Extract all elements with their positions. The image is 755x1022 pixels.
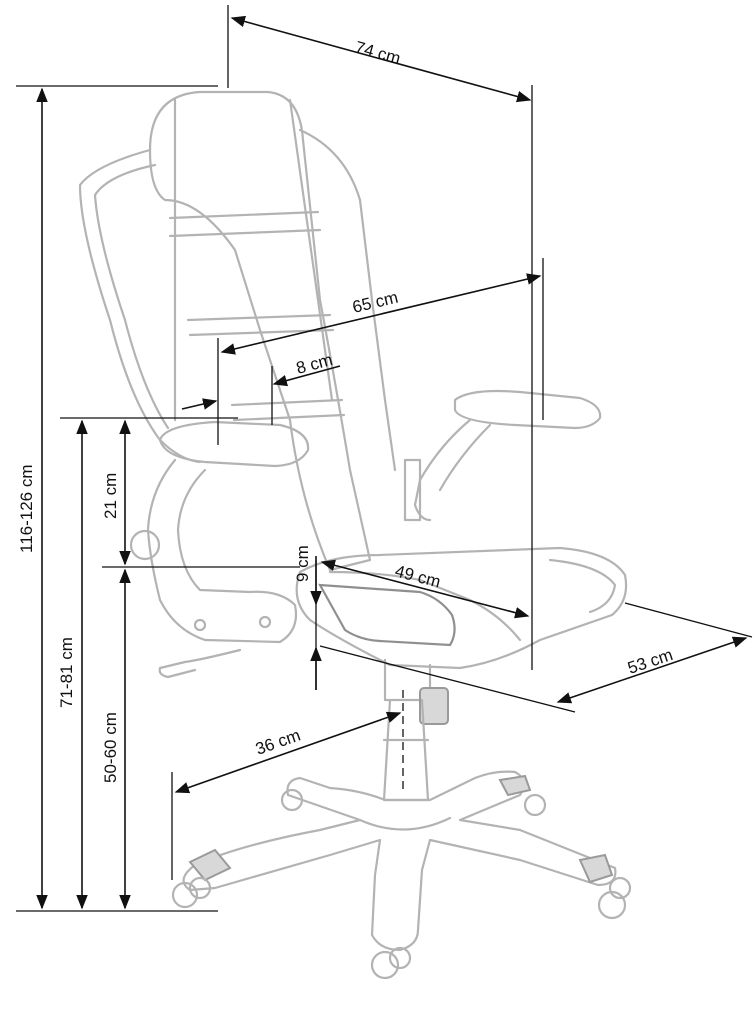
caster-back-right [523, 793, 547, 817]
dim-line-36 [174, 711, 402, 794]
dim-line-8-left [181, 398, 218, 410]
label-width-top: 74 cm [353, 38, 403, 69]
backrest-stripe-3 [230, 398, 346, 422]
base-leg-cap-left [188, 848, 232, 882]
caster-left [171, 876, 212, 909]
label-base-radius: 36 cm [253, 725, 303, 758]
backrest-side-wing [78, 148, 202, 464]
caster-front [370, 946, 412, 980]
backrest-side-wing-inner [93, 163, 170, 430]
right-armrest-pad [453, 389, 602, 430]
ext-seat-back [624, 602, 753, 638]
seat-front-panel [318, 583, 456, 647]
backrest-right-edge [298, 128, 397, 472]
gas-lever [158, 648, 242, 679]
left-armrest-screw-2 [258, 615, 272, 629]
dim-line-8-right [272, 365, 341, 387]
dimension-annotations: 74 cm 65 cm 8 cm 116-126 cm 71-81 cm 21 … [16, 5, 753, 912]
label-overall-depth: 53 cm [625, 645, 675, 678]
label-seat-height: 50-60 cm [101, 712, 120, 783]
backrest-stripe-2 [186, 313, 335, 337]
dim-line-53 [556, 636, 748, 704]
left-armrest-pad [158, 420, 310, 468]
label-armrest-above-seat: 21 cm [101, 473, 120, 519]
dim-line-49 [320, 559, 530, 619]
right-armrest-bracket [403, 458, 422, 522]
seat-right-bolster [548, 558, 617, 614]
left-armrest-pivot [129, 529, 161, 561]
dim-line-74 [230, 15, 532, 103]
base-leg-cap-back-right [498, 774, 532, 797]
tilt-mechanism [383, 658, 432, 702]
caster-right [597, 876, 632, 920]
caster-back-left [280, 788, 304, 812]
dim-line-65 [220, 273, 542, 355]
right-armrest-support [413, 418, 492, 522]
chair-illustration [78, 90, 632, 980]
label-seat-thickness: 9 cm [293, 545, 312, 582]
left-armrest-screw-1 [193, 618, 207, 632]
label-total-height: 116-126 cm [17, 464, 36, 553]
label-armrest-height: 71-81 cm [57, 637, 76, 708]
ext-seat-front [319, 645, 576, 713]
left-armrest-support [146, 458, 298, 644]
base-leg-cap-right [578, 853, 614, 884]
seat-cushion [295, 546, 628, 670]
tension-knob [419, 687, 449, 725]
backrest-outline [148, 90, 372, 572]
star-base [182, 770, 617, 952]
backrest-stripe-1 [168, 210, 322, 238]
base-center-hub [358, 816, 452, 831]
label-seat-width-arms: 65 cm [351, 288, 400, 317]
